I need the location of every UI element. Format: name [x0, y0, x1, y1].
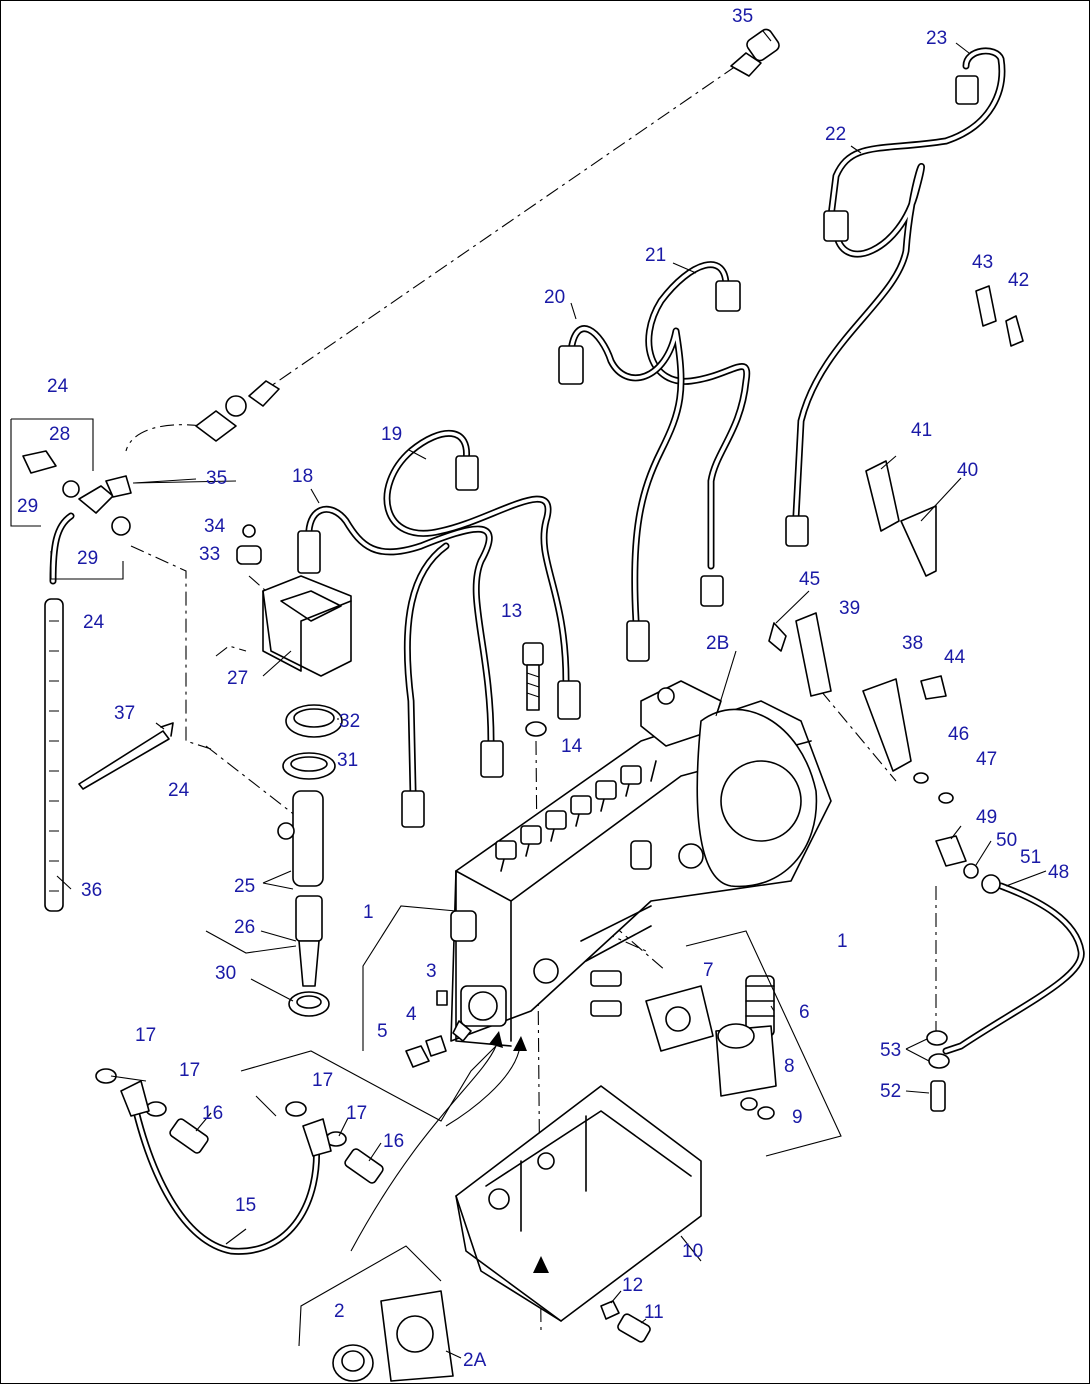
callout-52: 52: [880, 1081, 901, 1102]
callout-16: 16: [383, 1131, 404, 1152]
callout-26: 26: [234, 917, 255, 938]
nozzle-holder-group: [205, 524, 352, 1017]
callout-35: 35: [206, 468, 227, 489]
callout-39: 39: [839, 598, 860, 619]
callout-18: 18: [292, 466, 313, 487]
callout-24: 24: [47, 376, 69, 397]
callout-53: 53: [880, 1040, 901, 1061]
seal-plate-group: [298, 1245, 454, 1382]
callout-17: 17: [312, 1070, 333, 1091]
callout-28: 28: [49, 424, 70, 445]
bolt-13: [522, 642, 547, 737]
callout-1: 1: [363, 902, 374, 923]
callout-43: 43: [972, 252, 993, 273]
callout-14: 14: [561, 736, 583, 757]
callout-25: 25: [234, 876, 255, 897]
callout-38: 38: [902, 633, 923, 654]
callout-51: 51: [1020, 847, 1041, 868]
callout-49: 49: [976, 807, 997, 828]
callout-46: 46: [948, 724, 969, 745]
callout-50: 50: [996, 830, 1017, 851]
callout-17: 17: [135, 1025, 156, 1046]
callout-20: 20: [544, 287, 565, 308]
callout-10: 10: [682, 1241, 703, 1262]
callout-29: 29: [17, 496, 38, 517]
callout-33: 33: [199, 544, 220, 565]
callout-37: 37: [114, 703, 135, 724]
callout-29: 29: [77, 548, 98, 569]
callout-22: 22: [825, 124, 846, 145]
cable-tie-37: [78, 722, 174, 790]
callout-31: 31: [337, 750, 358, 771]
pipe-nuts: [297, 75, 979, 828]
callout-48: 48: [1048, 862, 1069, 883]
callout-30: 30: [215, 963, 236, 984]
callout-32: 32: [339, 711, 360, 732]
callout-8: 8: [784, 1056, 795, 1077]
callout-44: 44: [944, 647, 966, 668]
callout-7: 7: [703, 960, 714, 981]
callout-2A: 2A: [463, 1350, 487, 1371]
hose-group: [95, 1045, 497, 1184]
callout-45: 45: [799, 569, 820, 590]
callout-9: 9: [792, 1107, 803, 1128]
return-line-assembly: [10, 380, 280, 585]
pump-base-10: [455, 1085, 702, 1343]
callout-13: 13: [501, 601, 522, 622]
callout-42: 42: [1008, 270, 1029, 291]
callout-3: 3: [426, 961, 437, 982]
callout-5: 5: [377, 1021, 388, 1042]
callout-40: 40: [957, 460, 978, 481]
callout-16: 16: [202, 1103, 223, 1124]
callout-24: 24: [168, 780, 190, 801]
callout-23: 23: [926, 28, 947, 49]
callout-11: 11: [644, 1302, 664, 1323]
bracket-group: [768, 285, 1024, 1112]
callout-21: 21: [645, 245, 666, 266]
tube-36: [44, 598, 64, 912]
injection-pipes: [132, 47, 1085, 1255]
callout-36: 36: [81, 880, 102, 901]
callout-12: 12: [622, 1275, 643, 1296]
direction-arrows: [350, 1031, 549, 1273]
callout-34: 34: [204, 516, 226, 537]
callout-35: 35: [732, 6, 753, 27]
callout-6: 6: [799, 1002, 810, 1023]
callout-labels: 35 23 22 21 20 43 42 24 28 19 35 18 41 4…: [17, 6, 1069, 1371]
injection-pump-body: [362, 680, 832, 1051]
callout-27: 27: [227, 668, 248, 689]
callout-41: 41: [911, 420, 932, 441]
callout-24: 24: [83, 612, 105, 633]
callout-15: 15: [235, 1195, 256, 1216]
callout-4: 4: [406, 1004, 417, 1025]
callout-17: 17: [346, 1103, 367, 1124]
callout-2: 2: [334, 1301, 345, 1322]
callout-17: 17: [179, 1060, 200, 1081]
filter-group: [645, 930, 842, 1157]
leader-lines: [56, 30, 1047, 1359]
pump-fasteners: [405, 990, 448, 1068]
callout-19: 19: [381, 424, 402, 445]
fitting-35-top: [730, 28, 780, 77]
callout-47: 47: [976, 749, 997, 770]
callout-1: 1: [837, 931, 848, 952]
callout-2B: 2B: [706, 633, 729, 654]
